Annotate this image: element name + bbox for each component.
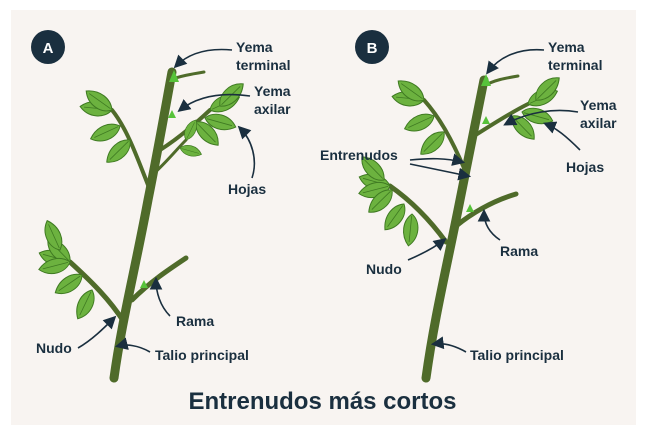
label-a-terminal-bud-line2: terminal [236,57,290,73]
label-a-terminal-bud-line1: Yema [236,39,273,55]
axillary-bud-a [168,110,176,118]
badge-a: A [31,30,65,64]
label-a-branch: Rama [176,313,214,329]
plant-b [356,48,581,383]
label-a-node: Nudo [36,340,72,356]
label-b-axillary-bud-line2: axilar [580,115,617,131]
label-b-axillary-bud-line1: Yema [580,97,617,113]
axillary-bud-b [482,116,490,124]
label-b-main-stem: Talio principal [470,347,564,363]
label-a-axillary-bud-line2: axilar [254,101,291,117]
plant-a [36,48,256,383]
label-a-main-stem: Talio principal [155,347,249,363]
terminal-bud-b [481,74,491,86]
svg-text:A: A [43,40,54,57]
label-a-axillary-bud-line1: Yema [254,83,291,99]
leaf-cluster-upper-right [191,78,249,151]
badge-b: B [355,30,389,64]
label-b-terminal-bud-line2: terminal [548,57,602,73]
leaf-cluster-lower [36,217,100,323]
label-b-internodes: Entrenudos [320,147,398,163]
label-b-node: Nudo [366,261,402,277]
label-a-leaves: Hojas [228,181,266,197]
label-b-branch: Rama [500,243,538,259]
svg-text:B: B [367,40,378,57]
leaf-cluster-b-upper-left [390,74,451,160]
leaf-cluster-upper-left [78,84,137,168]
label-b-terminal-bud-line1: Yema [548,39,585,55]
label-b-leaves: Hojas [566,159,604,175]
figure-caption: Entrenudos más cortos [188,388,457,415]
terminal-bud-a [169,70,179,82]
